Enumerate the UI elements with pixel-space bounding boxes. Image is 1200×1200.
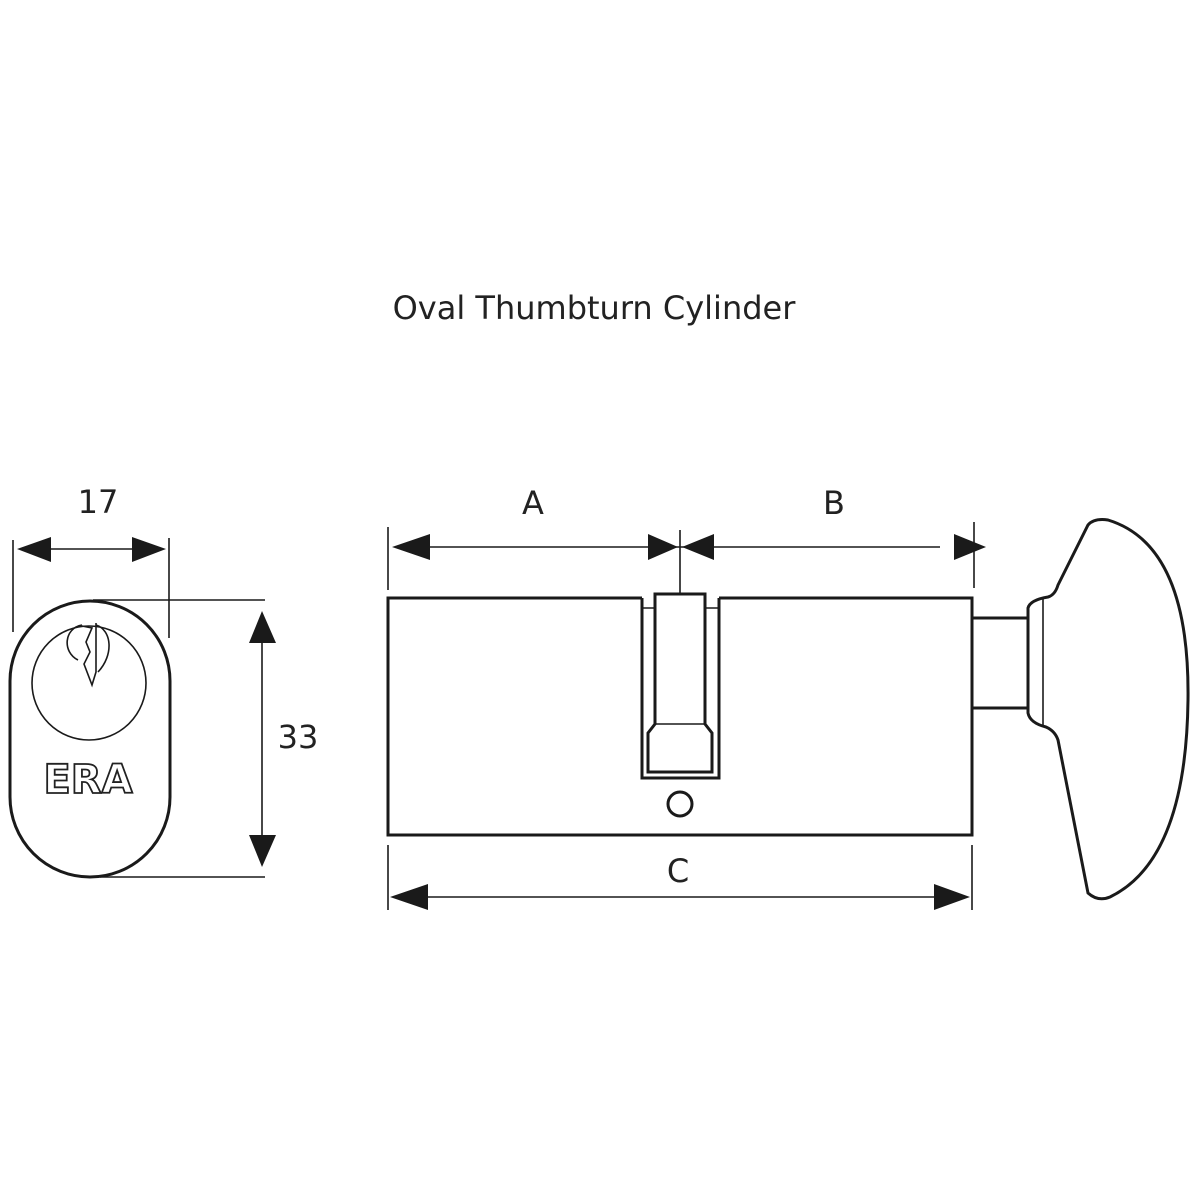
cylinder-body bbox=[386, 596, 974, 837]
arrow-left-icon bbox=[17, 537, 51, 562]
keyway-slot bbox=[81, 623, 97, 688]
cam-slot bbox=[640, 598, 721, 780]
dimension-b-label: B bbox=[823, 484, 845, 522]
oval-profile bbox=[8, 599, 172, 879]
arrow-left-icon bbox=[390, 884, 428, 910]
screw-hole bbox=[666, 790, 694, 818]
arrow-down-icon bbox=[249, 835, 276, 867]
width-label: 17 bbox=[78, 483, 119, 521]
thumbturn-knob bbox=[1026, 518, 1190, 901]
dimension-c-label: C bbox=[667, 852, 689, 890]
keyway-icon bbox=[66, 624, 110, 673]
arrow-right-icon bbox=[954, 534, 986, 560]
side-view: A B C bbox=[386, 484, 1190, 910]
height-label: 33 bbox=[278, 718, 319, 756]
cam bbox=[646, 592, 714, 774]
arrow-left-icon bbox=[392, 534, 430, 560]
arrow-right-icon bbox=[132, 537, 166, 562]
arrow-right-icon bbox=[648, 534, 678, 560]
dimension-a-label: A bbox=[522, 484, 544, 522]
arrow-left-icon bbox=[682, 534, 714, 560]
arrow-up-icon bbox=[249, 611, 276, 643]
thumbturn-spindle bbox=[972, 616, 1028, 710]
arrow-right-icon bbox=[934, 884, 970, 910]
plug-circle bbox=[31, 625, 147, 741]
era-logo: ERA bbox=[43, 757, 132, 803]
end-view: ERA 17 33 bbox=[8, 483, 319, 879]
diagram-title: Oval Thumbturn Cylinder bbox=[393, 289, 797, 327]
